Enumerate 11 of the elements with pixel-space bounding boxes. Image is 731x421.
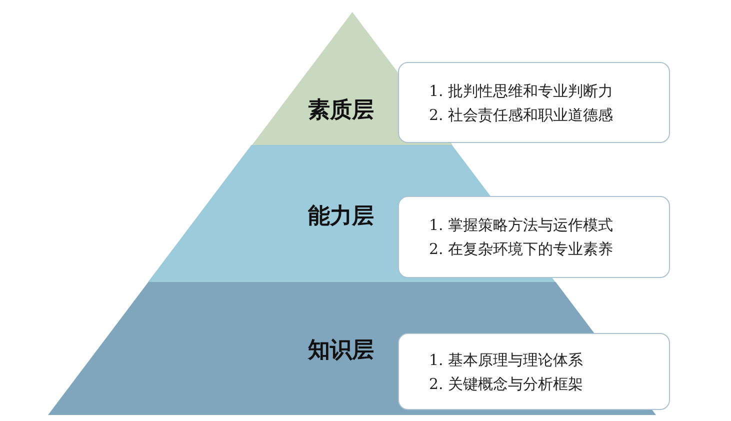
list-item: 2. 社会责任感和职业道德感 (429, 106, 614, 124)
tier-label: 素质层 (308, 100, 374, 122)
list-item: 1. 批判性思维和专业判断力 (429, 82, 614, 100)
info-card (398, 62, 670, 143)
list-item: 2. 在复杂环境下的专业素养 (429, 240, 614, 258)
list-item: 1. 基本原理与理论体系 (429, 350, 584, 368)
list-item: 1. 掌握策略方法与运作模式 (429, 216, 614, 234)
list-item: 2. 关键概念与分析框架 (429, 374, 584, 392)
info-card (398, 196, 670, 278)
tier-label: 能力层 (308, 206, 374, 228)
tier-label: 知识层 (308, 340, 374, 362)
